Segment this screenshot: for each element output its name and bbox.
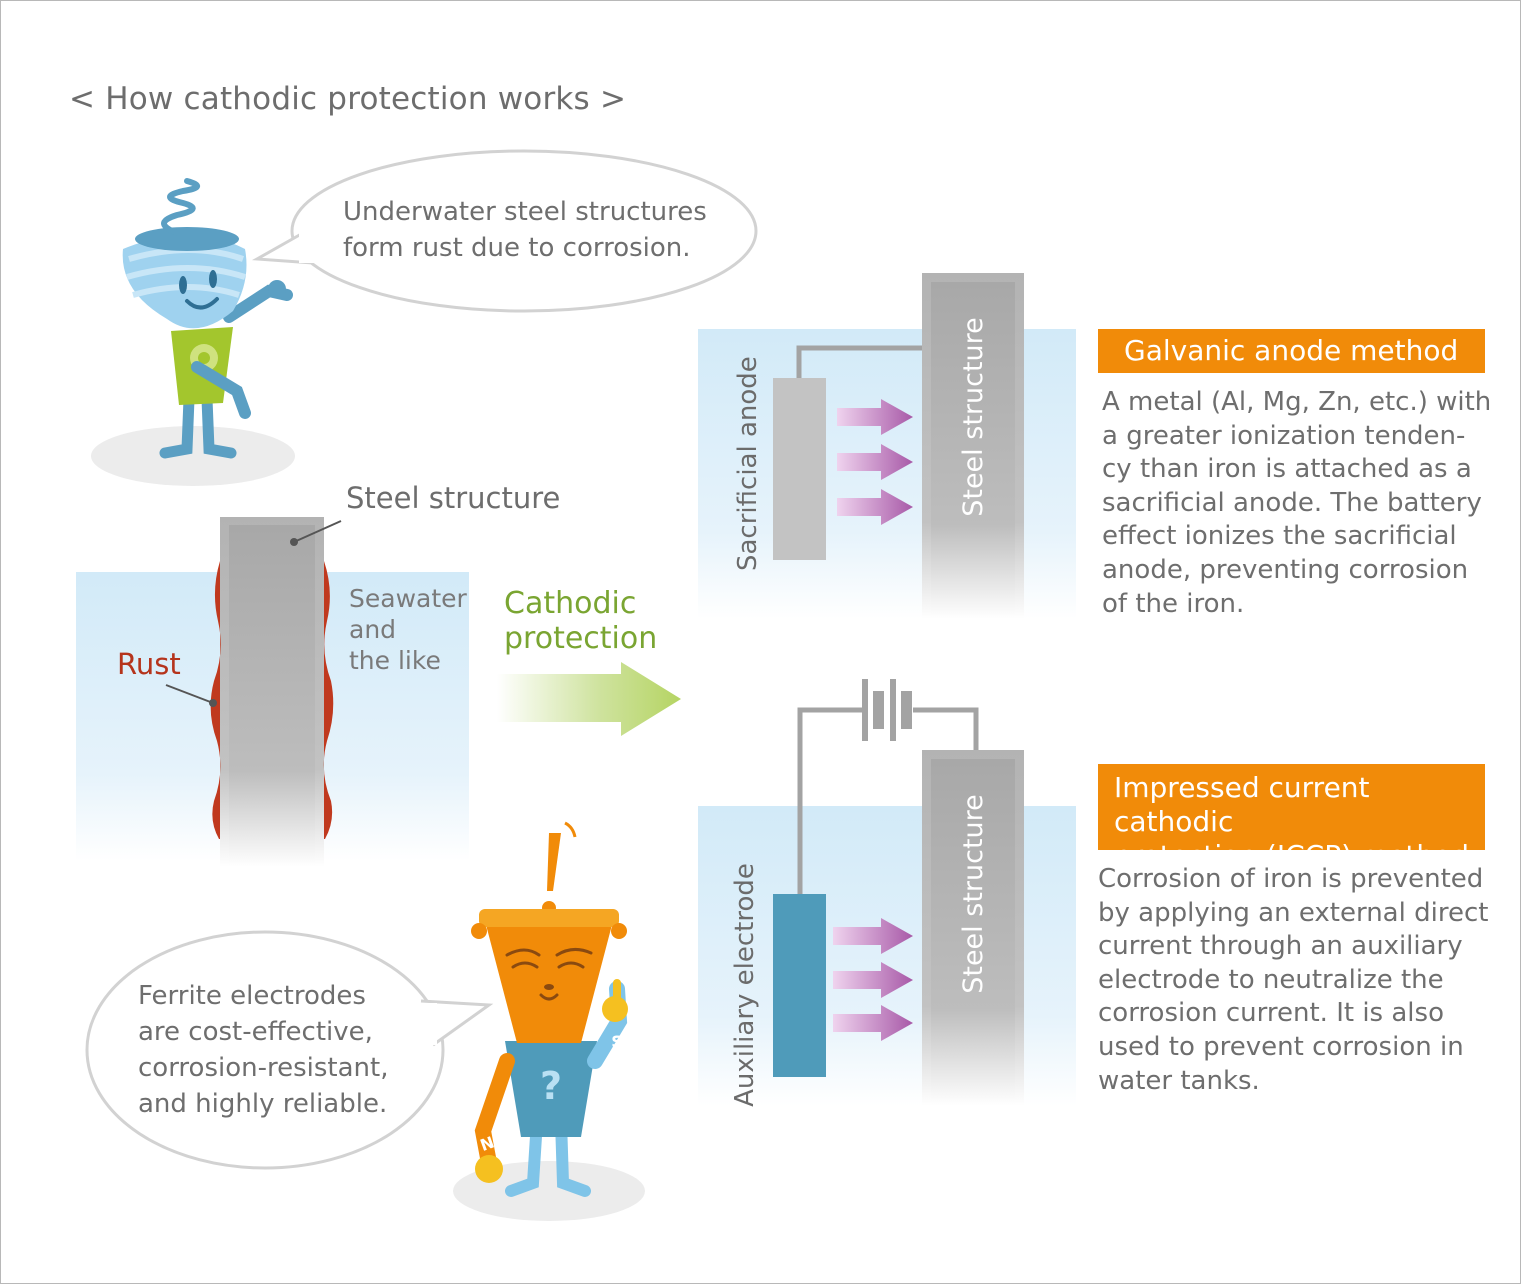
battery-icon [862, 679, 912, 741]
auxiliary-electrode-bar [773, 894, 826, 1077]
magnet-character-icon: ? N S [453, 821, 645, 1221]
auxiliary-electrode-label: Auxiliary electrode [730, 863, 760, 1107]
iccp-method-description: Corrosion of iron is prevented by applyi… [1098, 864, 1489, 1096]
left-diagram [76, 517, 469, 867]
rust-left-edge [210, 561, 221, 839]
current-arrow-3 [837, 489, 913, 525]
rust-right-edge [323, 561, 334, 839]
sacrificial-anode-label: Sacrificial anode [733, 356, 763, 571]
steel-structure-label-iccp: Steel structure [958, 794, 989, 994]
speech-text-bottom: Ferrite electrodes are cost-effective, c… [138, 981, 389, 1119]
galvanic-anode-diagram [698, 273, 1076, 619]
speech-bubble-bottom [85, 930, 494, 1170]
cathodic-protection-arrow [497, 662, 681, 736]
north-pole-label: N [478, 1133, 497, 1155]
current-arrow-6 [833, 1005, 913, 1041]
iccp-method-title: Impressed current cathodic protection (I… [1098, 764, 1485, 872]
current-arrow-4 [833, 918, 913, 954]
south-pole-label: S [611, 1032, 623, 1051]
svg-text:?: ? [540, 1064, 562, 1108]
galvanic-method-title: Galvanic anode method [1098, 329, 1485, 373]
screw-character-icon [91, 178, 295, 486]
page-title: < How cathodic protection works > [69, 81, 627, 117]
iccp-diagram [698, 679, 1076, 1106]
galvanic-method-description: A metal (Al, Mg, Zn, etc.) with a greate… [1102, 387, 1492, 619]
current-arrow-5 [833, 962, 913, 998]
steel-structure-label: Steel structure [346, 481, 561, 515]
speech-bubble-top [251, 149, 758, 313]
current-arrow-2 [837, 444, 913, 480]
cathodic-protection-label: Cathodic protection [504, 586, 658, 656]
sacrificial-anode-bar [773, 378, 826, 560]
steel-structure-label-galvanic: Steel structure [958, 317, 989, 517]
rust-label: Rust [117, 647, 181, 681]
speech-text-top: Underwater steel structures form rust du… [343, 197, 707, 263]
current-arrow-1 [837, 399, 913, 435]
seawater-label: Seawater and the like [349, 584, 467, 675]
